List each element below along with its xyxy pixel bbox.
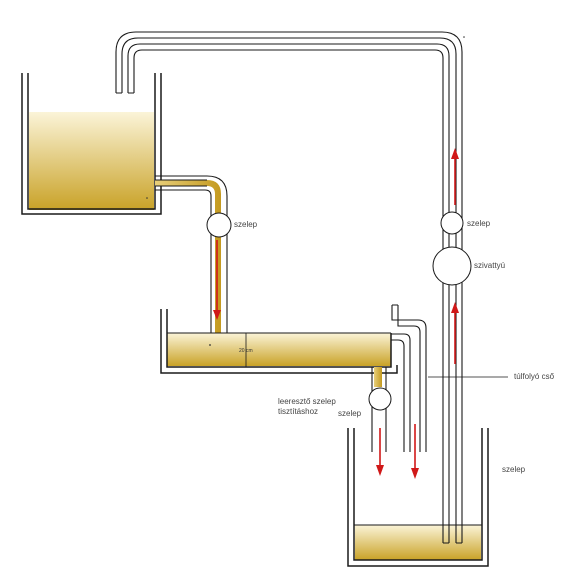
outlet-pipe-outer [155, 175, 228, 333]
upper-tank-liquid [29, 112, 154, 210]
red-arrow-icon [213, 240, 221, 320]
drain-valve-label-line2: tisztításhoz [278, 407, 318, 416]
depth-marker-label: 20 cm [239, 348, 253, 354]
overflow-pipe-label: túlfolyó cső [514, 372, 555, 381]
valve-upper-label: szelep [234, 220, 258, 229]
upper-tank [21, 73, 162, 215]
pump-label: szivattyú [474, 261, 505, 270]
return-pipe [115, 31, 465, 544]
upper-tank-inner-wall [27, 73, 156, 210]
lower-tank-inner-wall [353, 428, 483, 561]
middle-trough-liquid [167, 333, 391, 366]
valve-circle-icon[interactable] [368, 387, 392, 411]
lower-tank [347, 428, 489, 567]
drain-pipe-liquid [374, 367, 382, 387]
valve-circle-icon[interactable] [206, 212, 232, 238]
overflow-pipe [391, 304, 427, 452]
red-arrow-icon [451, 148, 459, 205]
valve-right-label: szelep [467, 219, 491, 228]
middle-trough-outer-wall [160, 309, 398, 374]
overflow-pipe-outer [391, 305, 427, 452]
outlet-pipe [155, 175, 228, 333]
middle-trough: 20 cm [160, 309, 398, 374]
lower-right-valve-label: szelep [502, 465, 526, 474]
valve-circle-icon[interactable] [440, 211, 464, 235]
red-arrow-icon [451, 302, 459, 364]
pump-circle-icon[interactable] [432, 246, 472, 286]
red-arrow-icon [411, 424, 419, 479]
upper-tank-outer-wall [21, 73, 162, 215]
middle-trough-inner-wall [166, 309, 392, 368]
drain-valve-label: szelep [338, 409, 362, 418]
red-arrow-icon [376, 428, 384, 476]
lower-tank-outer-wall [347, 428, 489, 567]
drain-pipe [371, 367, 387, 452]
drain-valve-label-line1: leeresztő szelep [278, 397, 336, 406]
outlet-pipe-inner [155, 189, 212, 333]
